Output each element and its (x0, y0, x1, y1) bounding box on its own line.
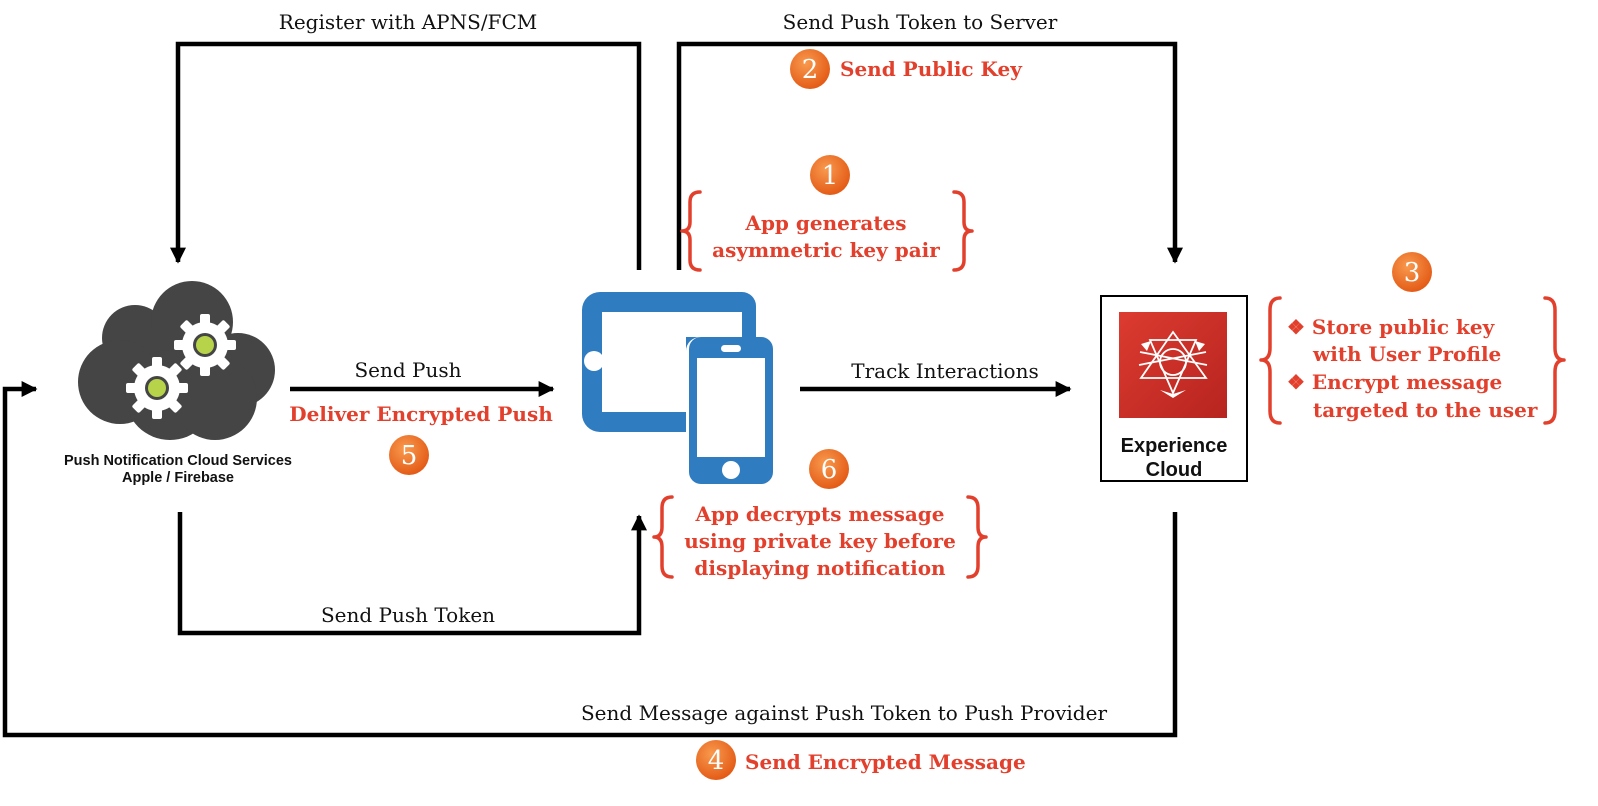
register-connector (170, 41, 642, 270)
step3-note: ❖ Store public key with User Profile ❖ E… (1259, 296, 1566, 425)
step-badge-1: 1 (810, 155, 850, 195)
send-push-token-connector (177, 512, 647, 636)
step6-note-line2: using private key before (684, 529, 956, 553)
experience-cloud-label-line1: Experience (1121, 435, 1228, 457)
experience-cloud-label-line2: Cloud (1146, 459, 1203, 481)
step1-note-line2: asymmetric key pair (712, 238, 940, 262)
step3-note-line1: ❖ Store public key (1287, 315, 1496, 339)
step3-note-line3: ❖ Encrypt message (1287, 370, 1502, 394)
svg-text:4: 4 (708, 746, 725, 776)
step1-note: App generates asymmetric key pair (680, 190, 974, 272)
step-badge-6: 6 (809, 449, 849, 489)
push-service-label-line2: Apple / Firebase (122, 470, 234, 486)
svg-text:1: 1 (822, 161, 839, 191)
step3-note-line2: with User Profile (1312, 342, 1501, 366)
send-token-server-connector (676, 41, 1183, 270)
step1-note-line1: App generates (744, 211, 906, 235)
svg-text:3: 3 (1404, 258, 1421, 288)
svg-text:6: 6 (821, 455, 838, 485)
gear-icon (174, 314, 236, 376)
gear-icon (126, 357, 188, 419)
register-label: Register with APNS/FCM (279, 10, 537, 34)
track-interactions-label: Track Interactions (851, 359, 1038, 383)
step6-note-line1: App decrypts message (694, 502, 944, 526)
step6-note: App decrypts message using private key b… (652, 495, 988, 580)
push-service-cloud-icon (78, 281, 275, 440)
send-push-label: Send Push (354, 358, 461, 382)
push-service-label-line1: Push Notification Cloud Services (64, 453, 292, 469)
step-badge-4: 4 (696, 740, 736, 780)
step3-note-line4: targeted to the user (1313, 398, 1538, 422)
send-encrypted-message-label: Send Encrypted Message (745, 750, 1026, 774)
step-badge-2: 2 (790, 49, 830, 89)
svg-text:5: 5 (401, 441, 418, 471)
step-badge-5: 5 (389, 435, 429, 475)
send-message-provider-connector (2, 381, 1178, 738)
send-public-key-label: Send Public Key (840, 57, 1023, 81)
step-badge-3: 3 (1392, 252, 1432, 292)
mobile-devices-icon (582, 292, 773, 484)
deliver-encrypted-push-label: Deliver Encrypted Push (289, 402, 553, 426)
experience-cloud-node (1100, 295, 1248, 482)
svg-text:2: 2 (802, 55, 819, 85)
step6-note-line3: displaying notification (694, 556, 946, 580)
send-push-token-server-label: Send Push Token to Server (783, 10, 1058, 34)
send-message-provider-label: Send Message against Push Token to Push … (581, 701, 1107, 725)
adobe-logo-icon (1119, 312, 1227, 418)
send-push-token-label: Send Push Token (321, 603, 495, 627)
adobe-star-icon (1138, 330, 1208, 396)
